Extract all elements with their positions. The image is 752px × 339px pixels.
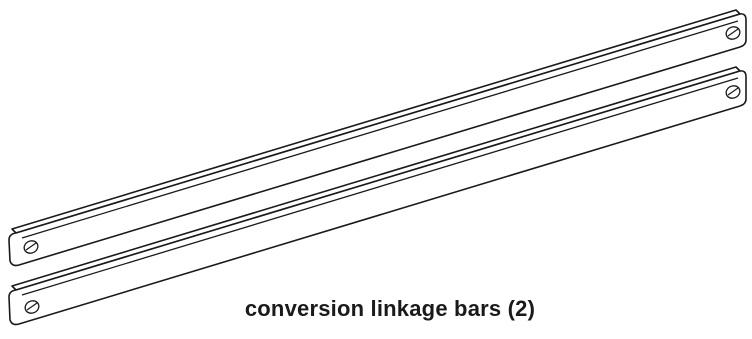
linkage-bar-lower	[8, 66, 747, 326]
linkage-bar-upper	[8, 9, 747, 267]
diagram-caption: conversion linkage bars (2)	[244, 296, 536, 321]
